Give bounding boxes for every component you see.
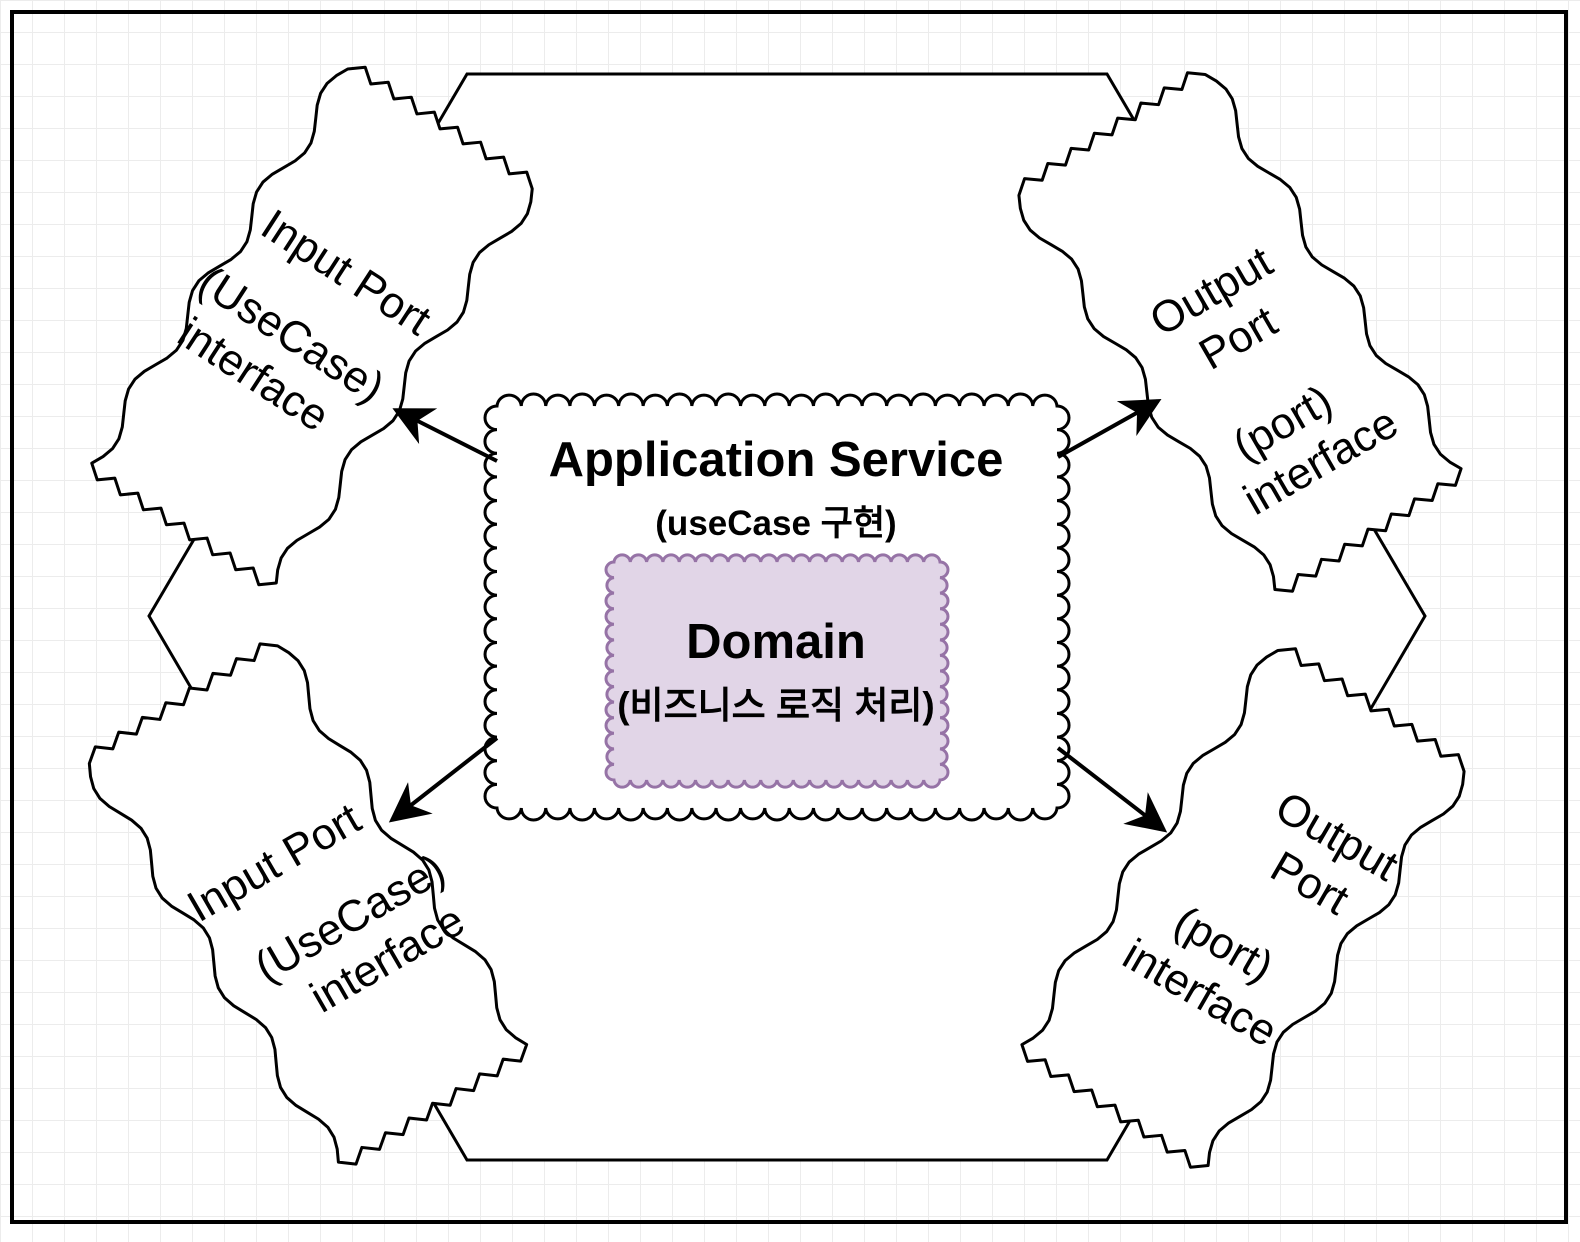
domain-subtitle: (비즈니스 로직 처리) — [617, 685, 935, 726]
domain-title: Domain — [686, 615, 866, 669]
port-shapes — [75, 55, 1478, 1180]
application-service-title: Application Service — [549, 433, 1004, 487]
input-port-top-shape[interactable] — [78, 55, 546, 598]
outer-frame — [10, 10, 1568, 1224]
domain-box[interactable] — [604, 553, 950, 789]
input-port-bottom-shape[interactable] — [75, 632, 540, 1177]
arrow-to-input-port-bottom — [388, 736, 499, 823]
arrow-to-output-port-bottom — [1056, 746, 1168, 833]
output-port-bottom-shape[interactable] — [1008, 636, 1478, 1180]
arrow-to-output-port-top — [1057, 399, 1162, 459]
application-service-subtitle: (useCase 구현) — [655, 504, 896, 543]
arrow-to-input-port-top — [392, 408, 498, 463]
output-port-top-shape[interactable] — [1005, 60, 1475, 604]
